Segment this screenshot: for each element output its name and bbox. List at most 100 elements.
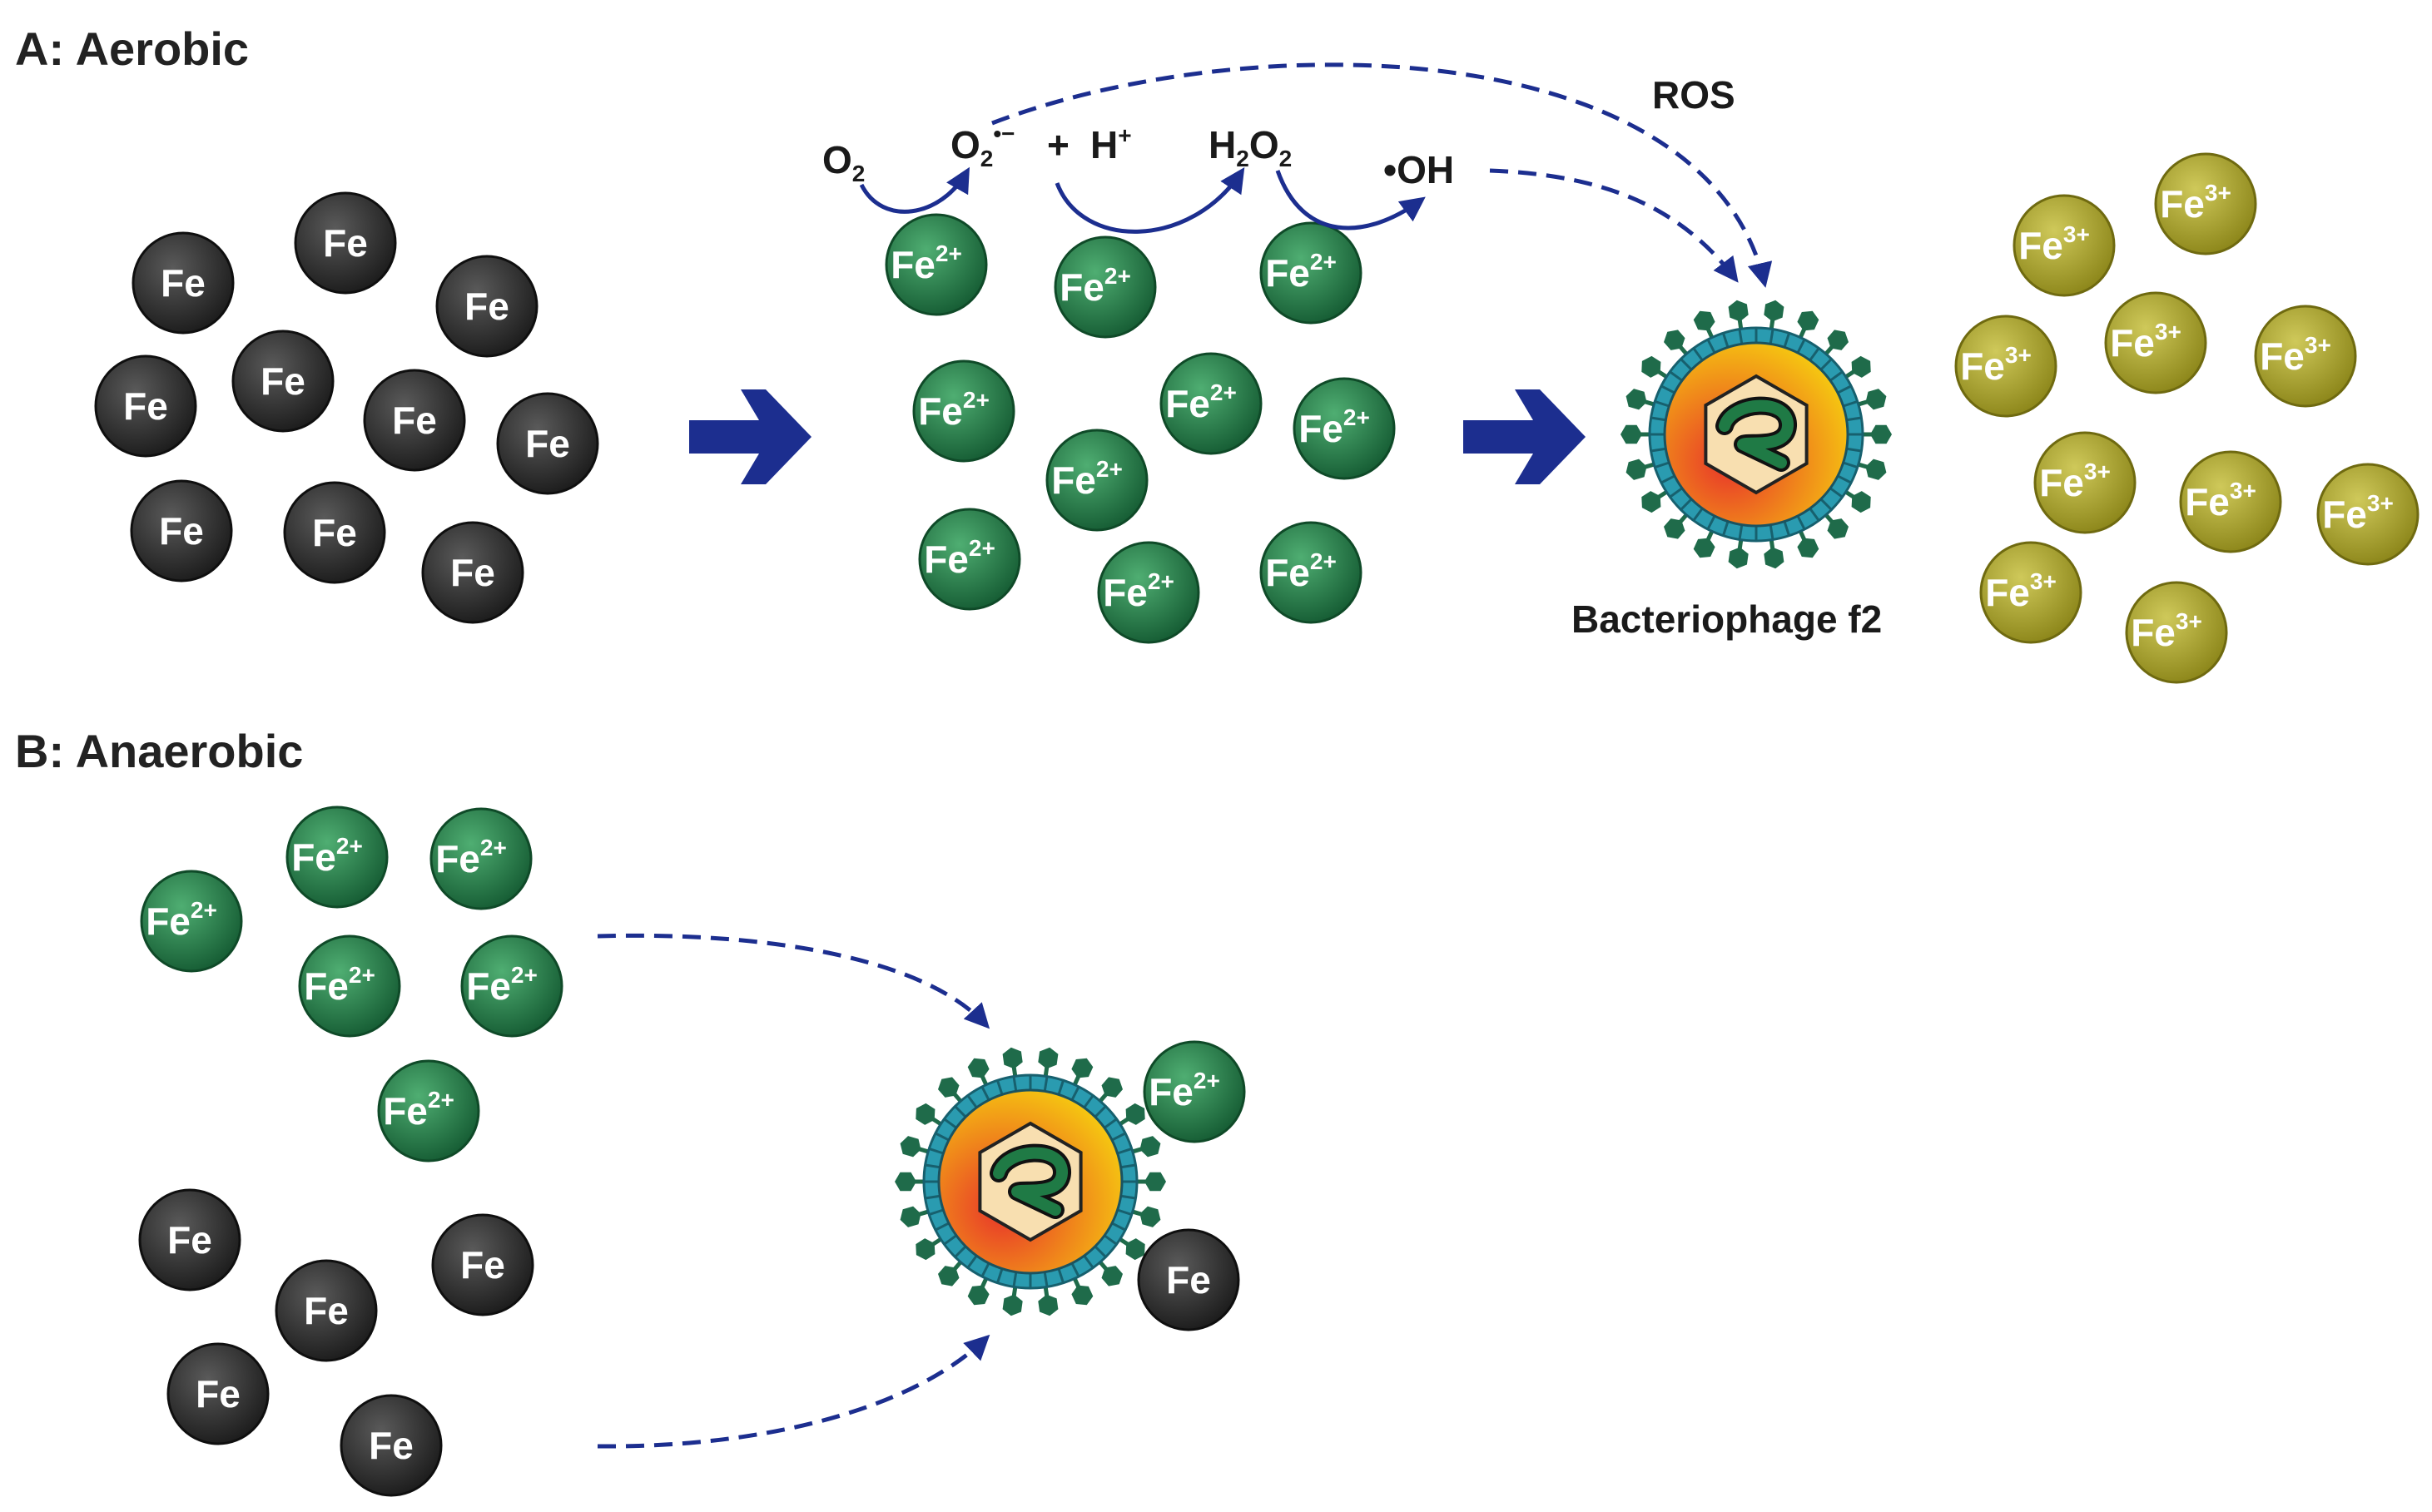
ferrous-ion: Fe2+ — [1045, 429, 1149, 532]
ferric-ion: Fe3+ — [2254, 305, 2357, 408]
ferric-ion: Fe3+ — [2013, 194, 2116, 297]
iron-atom: Fe — [231, 330, 335, 433]
process-arrow-2 — [1463, 389, 1586, 484]
svg-text:Fe3+: Fe3+ — [2322, 490, 2394, 536]
svg-text:Fe2+: Fe2+ — [1298, 404, 1370, 450]
ferrous-ion: Fe2+ — [285, 806, 389, 909]
svg-text:Fe: Fe — [450, 551, 495, 594]
ferrous-ion: Fe2+ — [1143, 1040, 1246, 1143]
svg-text:Fe2+: Fe2+ — [1149, 1068, 1220, 1113]
spike-protein — [1038, 1294, 1059, 1316]
spike-protein — [1865, 389, 1887, 410]
svg-text:Fe: Fe — [1166, 1258, 1211, 1301]
iron-to-phage-dashed-arrow — [597, 1334, 990, 1449]
spike-protein — [1144, 1172, 1166, 1192]
spike-protein — [1827, 330, 1849, 350]
iron-atom: Fe — [435, 255, 539, 358]
spike-protein — [1101, 1077, 1123, 1098]
spike-protein — [967, 1058, 990, 1078]
ferrous-ion: Fe2+ — [1259, 521, 1362, 624]
spike-protein — [938, 1266, 960, 1286]
iron-atom: Fe — [166, 1342, 270, 1445]
svg-text:Fe: Fe — [159, 509, 204, 553]
iron-atom: Fe — [496, 392, 599, 495]
ferrous-ion: Fe2+ — [460, 934, 563, 1038]
svg-text:Fe: Fe — [261, 359, 305, 403]
ferrous-ion: Fe2+ — [140, 870, 243, 973]
iron-atom: Fe — [431, 1213, 534, 1316]
ferrous-ion: Fe2+ — [885, 213, 988, 316]
iron-atom: Fe — [275, 1259, 378, 1362]
svg-text:Fe3+: Fe3+ — [2260, 332, 2331, 378]
hydrogen-peroxide-label: H2O2 — [1209, 123, 1292, 171]
spike-protein — [1002, 1047, 1023, 1069]
spike-protein — [1101, 1266, 1123, 1286]
ferric-ion: Fe3+ — [2033, 431, 2137, 534]
ros-label: ROS — [1652, 73, 1735, 116]
svg-text:Fe3+: Fe3+ — [2160, 180, 2231, 226]
spike-protein — [1693, 310, 1715, 331]
oxygen-label: O2 — [822, 138, 865, 186]
spike-protein — [1641, 355, 1661, 378]
ferrous-ion: Fe2+ — [429, 807, 533, 910]
ferric-ion: Fe3+ — [1979, 541, 2082, 644]
spike-protein — [1071, 1285, 1094, 1306]
adsorbed-iron-particles: Fe2+ Fe — [1137, 1040, 1246, 1331]
spike-protein — [1797, 538, 1819, 558]
reaction-arrows — [859, 166, 1426, 234]
spike-protein — [1621, 424, 1642, 444]
svg-text:Fe: Fe — [525, 422, 570, 465]
ferrous-iron-particles: Fe2+ Fe2+ Fe2+ Fe2+ Fe2+ Fe2+ Fe2+ Fe2+ Fe2+ Fe2+… — [140, 213, 1396, 1163]
ferrous-ion: Fe2+ — [298, 934, 401, 1038]
iron-atom: Fe — [363, 369, 466, 472]
svg-text:Fe3+: Fe3+ — [2018, 221, 2090, 267]
ferric-ion: Fe3+ — [2179, 450, 2282, 553]
spike-protein — [1002, 1294, 1023, 1316]
o2-to-superoxide-arrow — [859, 166, 970, 214]
phage-label: Bacteriophage f2 — [1571, 597, 1882, 641]
spike-protein — [1071, 1058, 1094, 1078]
ferrous-ion: Fe2+ — [1293, 377, 1396, 480]
rna-genome — [993, 1147, 1068, 1216]
svg-text:Fe: Fe — [161, 261, 206, 305]
spike-protein — [900, 1136, 921, 1158]
spike-protein — [1728, 547, 1749, 569]
ferric-ion: Fe3+ — [2316, 463, 2420, 566]
svg-text:Fe: Fe — [312, 511, 357, 554]
iron-atom: Fe — [130, 479, 233, 582]
spike-protein — [1851, 355, 1871, 378]
svg-text:Fe: Fe — [167, 1218, 212, 1262]
iron-atom: Fe — [294, 191, 397, 295]
spike-protein — [1728, 300, 1749, 322]
iron-atom: Fe — [421, 521, 524, 624]
svg-text:Fe: Fe — [369, 1424, 414, 1467]
iron-atom: Fe — [94, 354, 197, 458]
panel-a-title: A: Aerobic — [15, 22, 249, 75]
ros-dashed-arrows — [991, 62, 1773, 288]
rna-genome — [1719, 399, 1794, 468]
svg-text:Fe: Fe — [392, 399, 437, 442]
ferric-ion: Fe3+ — [2154, 152, 2257, 255]
svg-text:Fe2+: Fe2+ — [1103, 568, 1174, 614]
ferrous-ion: Fe2+ — [1054, 235, 1157, 339]
superoxide-to-phage-dashed-arrow — [991, 62, 1773, 288]
ferric-ion: Fe3+ — [1954, 315, 2057, 418]
spike-protein — [1625, 389, 1647, 410]
spike-protein — [1038, 1047, 1059, 1069]
svg-text:Fe: Fe — [196, 1372, 241, 1415]
svg-text:Fe2+: Fe2+ — [924, 535, 995, 581]
svg-text:Fe2+: Fe2+ — [435, 835, 507, 880]
spike-protein — [1125, 1103, 1145, 1125]
panel-b-title: B: Anaerobic — [15, 725, 303, 777]
ferrous-ion: Fe2+ — [912, 359, 1015, 463]
svg-text:Fe2+: Fe2+ — [291, 833, 363, 879]
process-arrow-1 — [689, 389, 811, 484]
svg-text:Fe2+: Fe2+ — [1060, 263, 1131, 309]
svg-text:Fe3+: Fe3+ — [1960, 342, 2032, 388]
ferrous-to-phage-dashed-arrow — [597, 933, 990, 1029]
spike-protein — [1693, 538, 1715, 558]
spike-protein — [1125, 1238, 1145, 1261]
hydroxyl-to-phage-dashed-arrow — [1489, 168, 1739, 283]
svg-text:Fe: Fe — [123, 384, 168, 428]
